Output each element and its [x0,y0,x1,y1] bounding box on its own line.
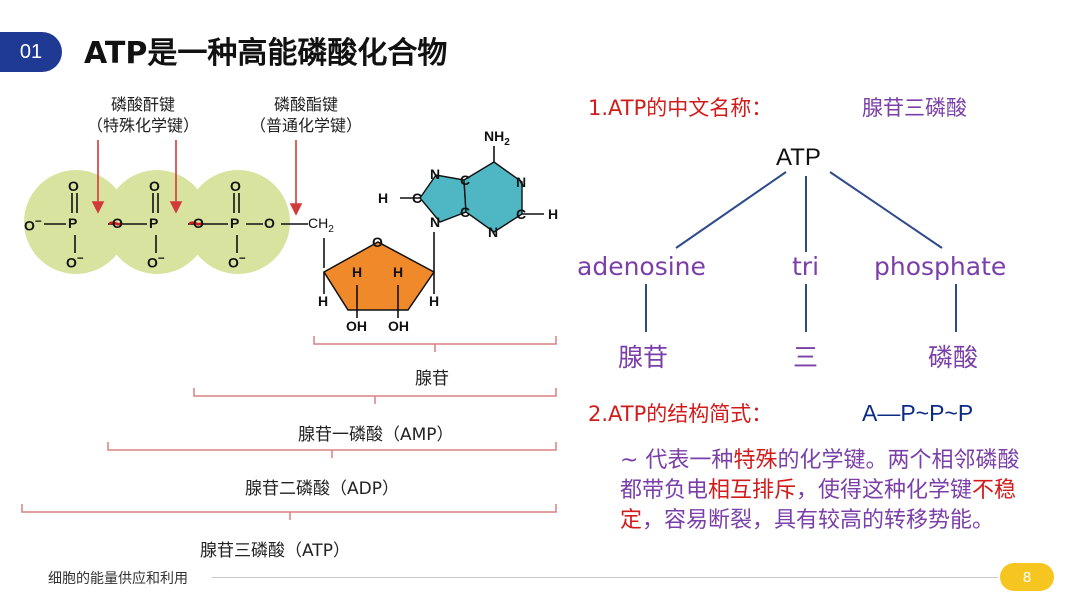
phosphate-circle-3 [186,170,290,274]
atom-h-base-left: H [378,190,389,206]
anhydride-bond-type: （特殊化学键） [86,116,199,135]
footer-text: 细胞的能量供应和利用 [48,571,188,587]
atom-c-2: C [412,190,423,206]
tree-word-adenosine: adenosine [577,252,706,281]
desc-part-7: ，容易断裂，具有较高的转移势能。 [642,508,995,533]
desc-part-1: ~ 代表一种 [620,448,734,473]
ester-bond-name: 磷酸酯键 [273,95,338,114]
atom-o-top-1: O [68,178,79,194]
atom-ribose-h-1: H [352,264,363,280]
atom-n-4: N [488,224,499,240]
footer-divider [212,577,998,578]
tree-cn-adenosine: 腺苷 [618,343,669,372]
high-energy-bond-1: ~ [108,208,124,238]
atom-o-minus-left: O− [24,215,42,234]
atom-c-3: C [460,204,471,220]
high-energy-bond-2: ~ [188,208,204,238]
bracket-atp [21,504,557,513]
atom-p-1: P [68,215,78,231]
desc-part-3: 的化学键。两个相邻磷酸都带负电 [620,448,1020,503]
atom-ribose-h-4: H [429,293,440,309]
question-2-label: 2.ATP的结构简式： [588,402,773,426]
atom-nh2: NH2 [484,128,510,148]
atom-oh-1: OH [346,318,367,334]
phosphate-circle-1 [24,170,128,274]
question-1-answer: 腺苷三磷酸 [862,96,967,120]
atp-structure-diagram [21,140,557,520]
desc-highlight-special: 特殊 [733,448,778,473]
atom-o-top-2: O [149,178,160,194]
atom-p-3: P [230,215,240,231]
bracket-label-atp: 腺苷三磷酸（ATP） [200,541,350,561]
bracket-adenosine [313,336,557,345]
tree-word-phosphate: phosphate [874,252,1007,281]
atom-o-minus-bottom-1: O− [66,252,84,271]
anhydride-bond-name: 磷酸酐键 [110,95,175,114]
atom-n-3: N [430,214,441,230]
section-number-badge: 01 [0,32,62,72]
page-title: ATP是一种高能磷酸化合物 [84,36,448,71]
atom-c-4: C [516,206,527,222]
bracket-label-amp: 腺苷一磷酸（AMP） [298,425,454,445]
page-number: 8 [1000,563,1054,591]
atom-o-minus-bottom-3: O− [228,252,246,271]
atom-p-2: P [149,215,159,231]
base-pyrimidine-ring [463,161,523,233]
tree-cn-tri: 三 [793,343,819,372]
desc-highlight-unstable: 不稳定 [620,478,1017,533]
atom-oh-2: OH [388,318,409,334]
bond-description: ~ 代表一种特殊的化学键。两个相邻磷酸都带负电相互排斥，使得这种化学键不稳定，容… [620,446,1040,536]
tree-root-atp: ATP [776,144,821,171]
atom-ribose-o: O [372,234,383,250]
ester-bond-type: （普通化学键） [249,116,362,135]
atom-ribose-h-2: H [393,264,404,280]
bracket-label-adp: 腺苷二磷酸（ADP） [245,479,399,499]
atom-o-bridge-2: O [193,215,204,231]
atom-c-1: C [460,172,471,188]
tree-cn-phosphate: 磷酸 [928,343,979,372]
question-1-label: 1.ATP的中文名称： [588,96,773,120]
atom-o-minus-bottom-2: O− [147,252,165,271]
bracket-label-adenosine: 腺苷 [415,369,449,389]
desc-highlight-repel: 相互排斥 [708,478,797,503]
atom-ch2: CH2 [308,215,334,235]
desc-part-5: ，使得这种化学键 [796,478,973,503]
ribose-ring [322,241,436,311]
phosphate-circle-2 [105,170,209,274]
anhydride-bond-label: 磷酸酐键 （特殊化学键） [78,94,208,136]
atom-o-top-3: O [230,178,241,194]
atom-o-ester: O [264,215,275,231]
atom-h-base-right: H [548,206,559,222]
atom-n-1: N [430,166,441,182]
tree-word-tri: tri [792,252,820,281]
atom-n-2: N [516,174,527,190]
structural-formula: A—P~P~P [862,400,974,426]
bracket-amp [193,388,557,397]
atom-o-bridge-1: O [112,215,123,231]
atom-ribose-h-3: H [318,293,329,309]
etymology-tree-lines [645,171,957,332]
ester-bond-label: 磷酸酯键 （普通化学键） [241,94,371,136]
